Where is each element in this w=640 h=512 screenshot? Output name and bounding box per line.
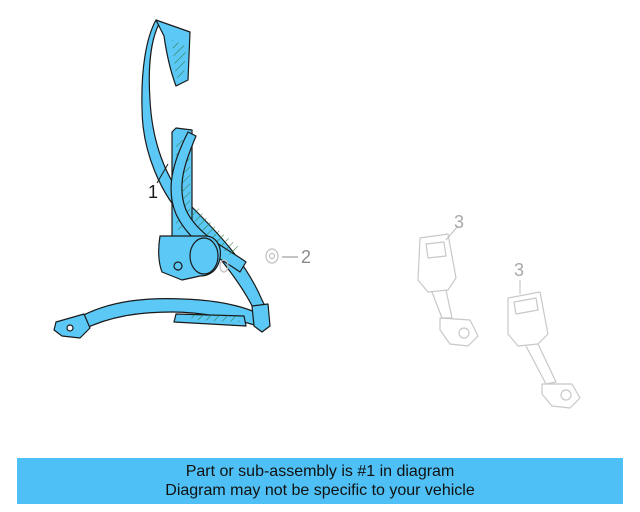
callout-leader-3a [445,225,459,241]
callout-2: 2 [301,247,311,267]
callout-3a: 3 [454,212,464,232]
lower-end-tab [251,303,271,333]
callout-1: 1 [148,182,158,202]
cross-strap-hatch [190,205,238,256]
retractor-spool [189,237,219,275]
parts-diagram: 2 1 3 3 [53,19,581,409]
part-2-clip [219,248,279,273]
callout-3b: 3 [514,260,524,280]
part-3-buckle-right [507,291,581,409]
callout-leader-1 [156,163,169,184]
retractor-bolt [173,261,183,271]
floor-anchor-hole [66,324,74,332]
seat-belt-assembly[interactable] [53,19,271,339]
part-3-buckle-left [417,233,479,347]
lap-strap-hatch [190,314,240,322]
banner-line-2: Diagram may not be specific to your vehi… [165,482,475,499]
info-banner: Part or sub-assembly is #1 in diagram Di… [17,458,623,504]
banner-line-1: Part or sub-assembly is #1 in diagram [185,463,455,480]
upper-anchor-hatch [172,40,186,78]
